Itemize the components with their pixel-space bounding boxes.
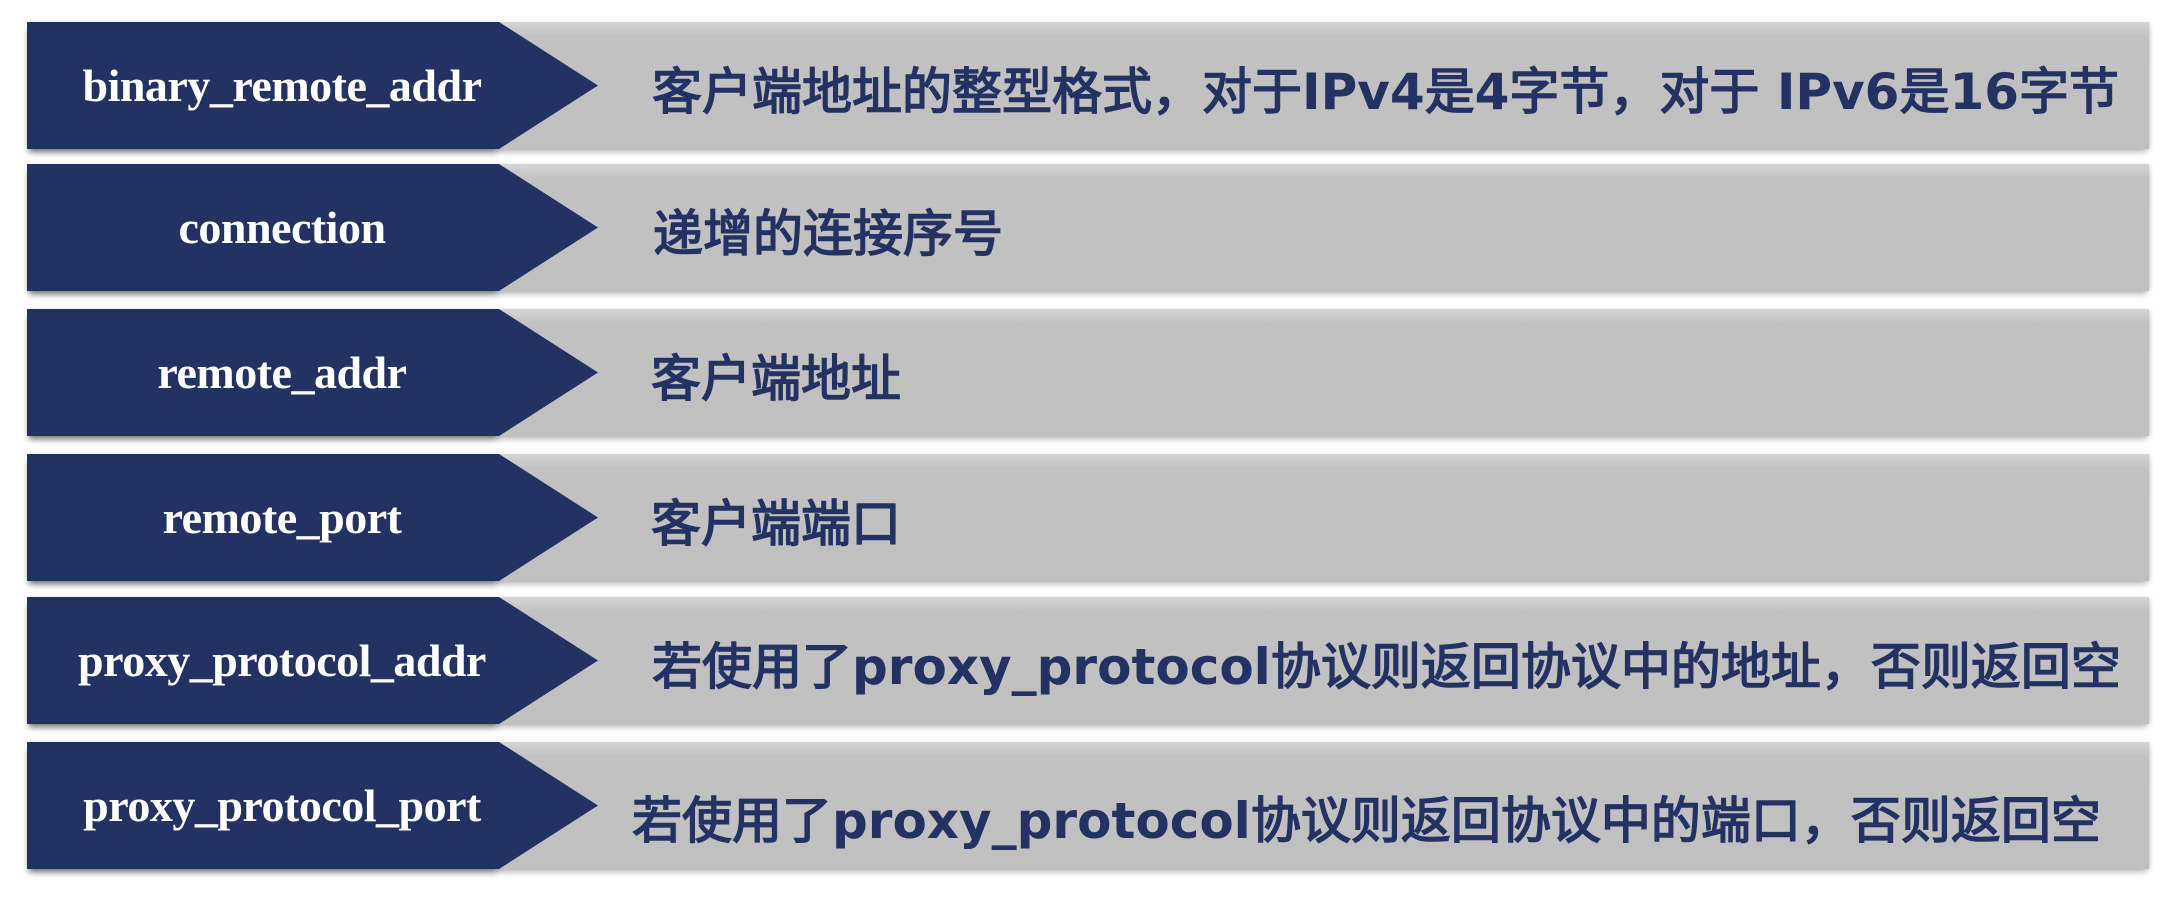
variable-row-connection: connection 递增的连接序号 xyxy=(27,164,2149,291)
variable-name: binary_remote_addr xyxy=(82,60,482,111)
variable-name: proxy_protocol_port xyxy=(83,780,481,831)
variable-row-remote-addr: remote_addr 客户端地址 xyxy=(27,309,2149,436)
variable-tag-arrow xyxy=(27,742,598,869)
variable-description: 客户端端口 xyxy=(651,494,901,553)
variable-row-proxy-protocol-port: proxy_protocol_port 若使用了proxy_protocol协议… xyxy=(27,742,2149,869)
variable-row-binary-remote-addr: binary_remote_addr 客户端地址的整型格式，对于IPv4是4字节… xyxy=(27,22,2149,149)
variable-name: remote_port xyxy=(162,492,402,543)
variable-description: 若使用了proxy_protocol协议则返回协议中的地址，否则返回空 xyxy=(652,637,2121,696)
variable-tag-arrow xyxy=(27,454,598,581)
variable-description: 客户端地址 xyxy=(651,349,901,408)
variable-tag-arrow xyxy=(27,22,598,149)
variable-name: proxy_protocol_addr xyxy=(78,635,486,686)
variable-description: 递增的连接序号 xyxy=(653,204,1003,263)
variable-name: connection xyxy=(178,202,386,253)
variable-row-remote-port: remote_port 客户端端口 xyxy=(27,454,2149,581)
variable-description: 客户端地址的整型格式，对于IPv4是4字节，对于 IPv6是16字节 xyxy=(652,62,2120,121)
variable-name: remote_addr xyxy=(157,347,407,398)
variable-tag-arrow xyxy=(27,597,598,724)
variable-description: 若使用了proxy_protocol协议则返回协议中的端口，否则返回空 xyxy=(632,791,2101,850)
variable-row-proxy-protocol-addr: proxy_protocol_addr 若使用了proxy_protocol协议… xyxy=(27,597,2149,724)
variable-tag-arrow xyxy=(27,309,598,436)
variable-tag-arrow xyxy=(27,164,598,291)
